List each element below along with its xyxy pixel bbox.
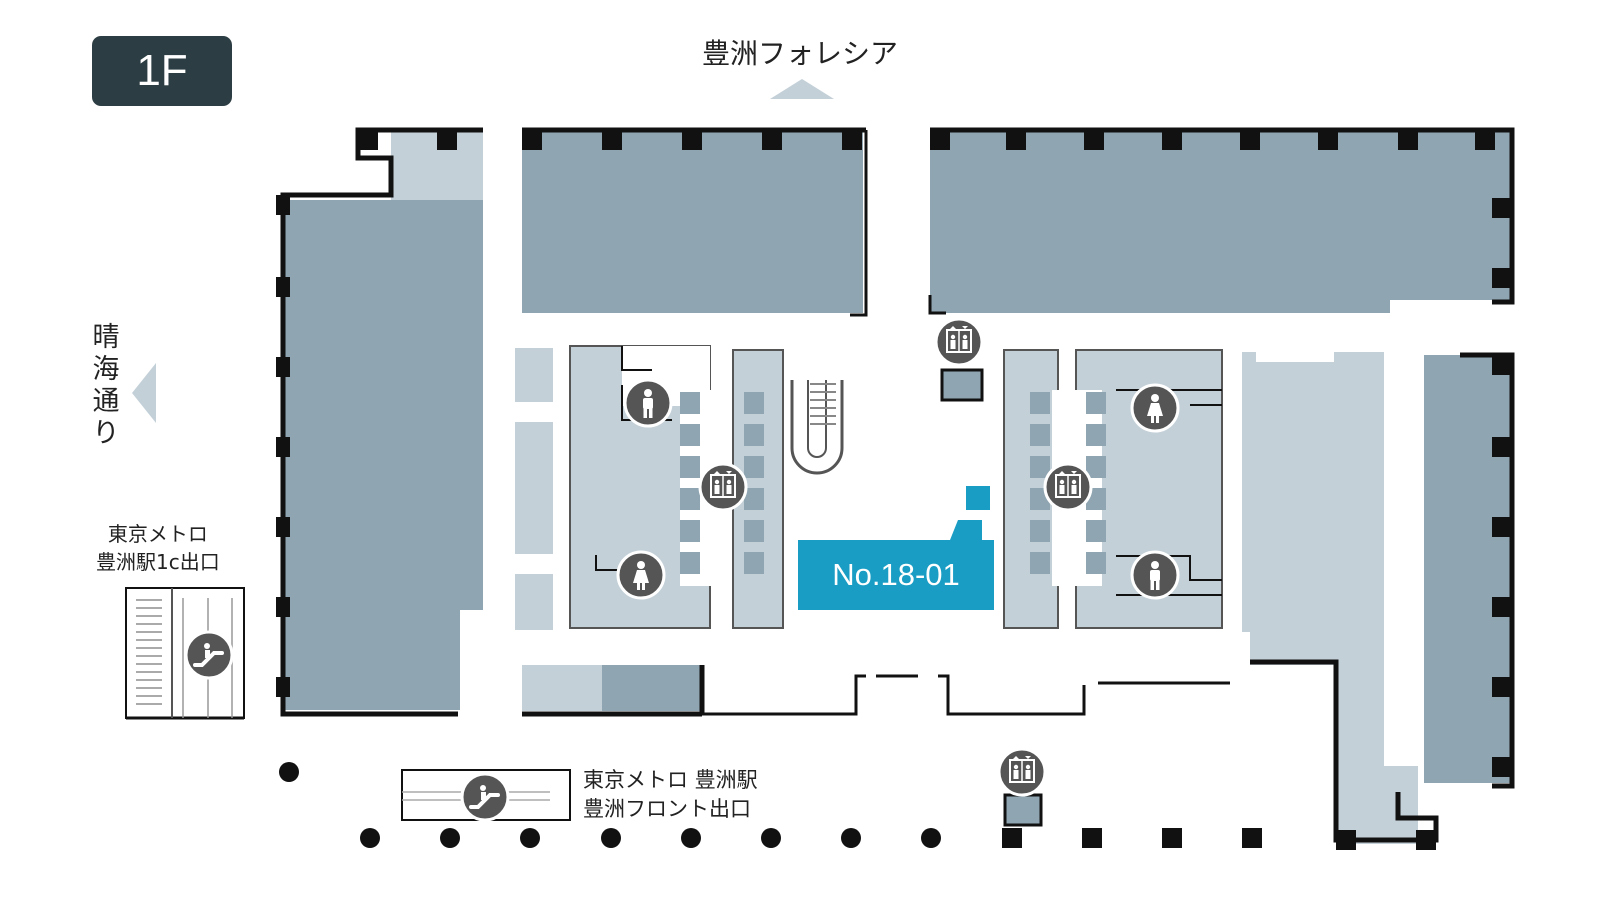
direction-label-harumi-dori: 晴海通り [92,322,120,449]
east-core [1003,349,1223,629]
restroom-female-icon [1130,383,1180,433]
exit-1c-label: 東京メトロ 豊洲駅1c出口 [96,520,220,576]
store-number-tag[interactable]: No.18-01 [798,540,994,610]
restroom-male-icon [1130,550,1180,600]
north-arrow-icon [770,79,834,99]
south-tenants [522,665,1230,717]
stairs-icon [790,380,844,475]
exit-front-label-line1: 東京メトロ 豊洲駅 [583,768,758,792]
west-core [515,345,784,630]
direction-label-toyosu-foresia: 豊洲フォレシア [701,37,898,70]
elevator-lobby-north [940,368,984,402]
escalator-icon [184,630,234,680]
exit-front-label: 東京メトロ 豊洲駅 豊洲フロント出口 [583,766,758,824]
restroom-male-icon [623,378,673,428]
escalator-icon [460,772,510,822]
west-large-tenant [283,200,483,710]
elevator-lobby-south [1003,793,1043,827]
floor-badge: 1F [92,36,232,106]
elevator-icon [1043,462,1093,512]
north-central-tenant [522,127,868,317]
east-tenant-block [1242,352,1515,850]
elevator-icon [698,462,748,512]
elevator-icon [934,317,984,367]
north-east-tenant [928,127,1515,315]
exit-1c-label-line1: 東京メトロ [107,522,208,546]
restroom-female-icon [616,550,666,600]
elevator-icon [997,747,1047,797]
store-tag-pointer [950,520,982,540]
exit-front-label-line2: 豊洲フロント出口 [583,797,751,821]
exterior-columns [279,762,1262,848]
west-arrow-icon [132,363,156,423]
west-tenant-block [276,127,483,717]
exit-1c-label-line2: 豊洲駅1c出口 [96,550,220,574]
store-location-marker[interactable] [966,486,990,510]
